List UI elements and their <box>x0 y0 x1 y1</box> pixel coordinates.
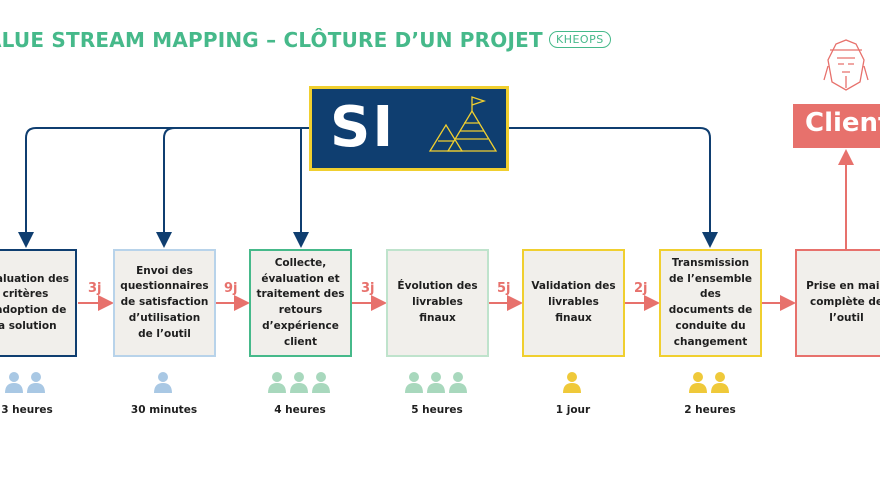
person-icon <box>154 372 172 393</box>
page-title: ALUE STREAM MAPPING – CLÔTURE D’UN PROJE… <box>0 28 543 52</box>
person-icon <box>449 372 467 393</box>
step-7: Prise en main complète de l’outil <box>795 249 880 357</box>
step-4: Évolution des livrables finaux <box>386 249 489 357</box>
step-5: Validation des livrables finaux <box>522 249 625 357</box>
delay-3: 3j <box>361 281 375 296</box>
duration-3: 4 heures <box>274 404 326 416</box>
duration-1: 3 heures <box>1 404 53 416</box>
client-box: Client <box>793 104 880 148</box>
step-1: évaluation des critères d'adoption de la… <box>0 249 77 357</box>
delay-5: 2j <box>634 281 648 296</box>
step-6: Transmission de l’ensemble des documents… <box>659 249 762 357</box>
delay-1: 3j <box>88 281 102 296</box>
duration-2: 30 minutes <box>130 404 198 416</box>
person-icon <box>711 372 729 393</box>
person-icon <box>268 372 286 393</box>
person-icon <box>689 372 707 393</box>
person-icon <box>563 372 581 393</box>
person-icon <box>290 372 308 393</box>
info-flow-to-step-1 <box>18 127 309 248</box>
duration-5: 1 jour <box>555 404 591 416</box>
person-icon <box>27 372 45 393</box>
system-label: SI <box>330 95 396 160</box>
pharaoh-icon <box>823 39 869 91</box>
duration-6: 2 heures <box>684 404 736 416</box>
delay-4: 5j <box>497 281 511 296</box>
pyramid-icon <box>428 96 498 152</box>
person-icon <box>405 372 423 393</box>
step-3: Collecte, évaluation et traitement des r… <box>249 249 352 357</box>
delay-2: 9j <box>224 281 238 296</box>
kheops-logo: KHEOPS <box>549 31 611 48</box>
person-icon <box>427 372 445 393</box>
duration-4: 5 heures <box>411 404 463 416</box>
person-icon <box>5 372 23 393</box>
info-flow-to-step-2 <box>156 127 309 248</box>
step-2: Envoi des questionnaires de satisfaction… <box>113 249 216 357</box>
person-icon <box>312 372 330 393</box>
info-flow-to-step-6 <box>509 127 718 248</box>
system-box: SI <box>309 86 509 171</box>
